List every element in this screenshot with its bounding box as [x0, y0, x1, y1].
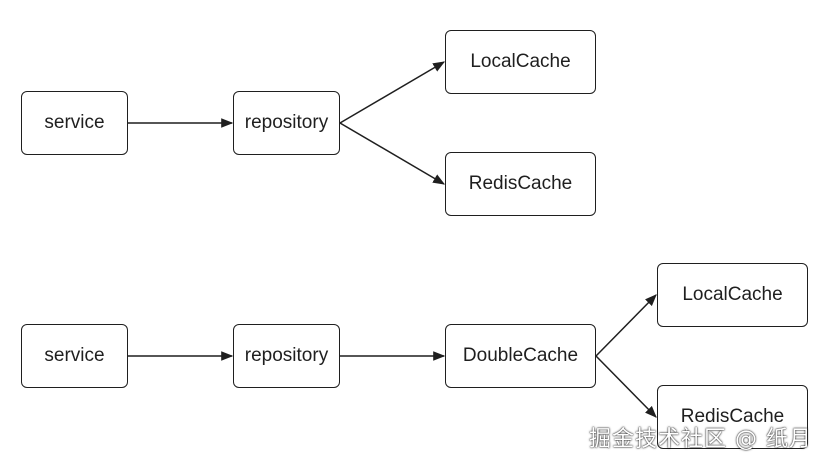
node-service-2: service — [21, 324, 128, 388]
node-localcache-2: LocalCache — [657, 263, 808, 327]
edge-doublecache-to-rediscache-2 — [595, 355, 657, 418]
watermark-text: 掘金技术社区 @ 纸月 — [589, 427, 812, 452]
node-repository-1: repository — [233, 91, 340, 155]
node-rediscache-1: RedisCache — [445, 152, 596, 216]
edge-repository-to-localcache-1 — [339, 61, 446, 124]
node-repository-2: repository — [233, 324, 340, 388]
node-rediscache-2: RedisCache — [657, 385, 808, 449]
node-localcache-1: LocalCache — [445, 30, 596, 94]
edge-repository-to-rediscache-1 — [339, 122, 446, 185]
node-doublecache-2: DoubleCache — [445, 324, 596, 388]
node-service-1: service — [21, 91, 128, 155]
edge-doublecache-to-localcache-2 — [595, 294, 657, 357]
